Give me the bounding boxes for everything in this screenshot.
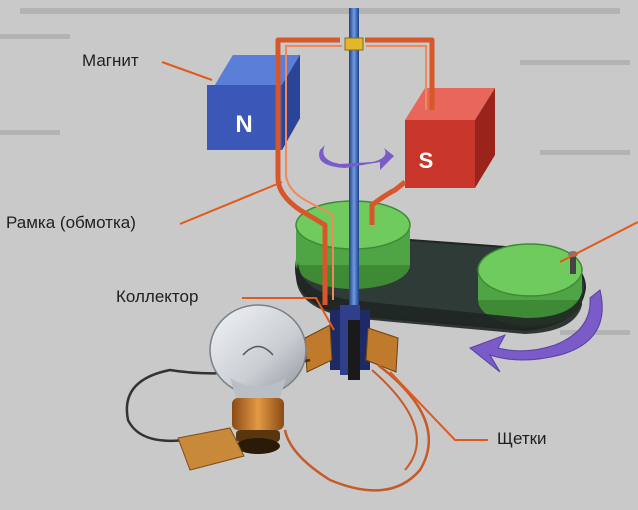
leader-magnet: [161, 61, 213, 81]
south-pole-label: S: [419, 148, 434, 173]
rotation-arrow-pulley: [468, 289, 603, 373]
bulb-base-plate: [177, 427, 245, 471]
north-pole-label: N: [235, 111, 252, 138]
rotation-arrow-shaft: [319, 145, 394, 170]
leader-pulley: [559, 221, 638, 263]
leader-lines: [161, 61, 638, 441]
label-magnet: Магнит: [82, 51, 139, 70]
light-bulb: [209, 304, 307, 454]
leader-collector: [242, 297, 335, 331]
leader-brushes: [389, 371, 488, 441]
rotor-shaft: [349, 8, 359, 378]
leader-frame: [179, 181, 283, 225]
wire-frame-coil: [275, 37, 435, 305]
label-frame-winding: Рамка (обмотка): [6, 213, 136, 232]
magnet-south: S: [405, 88, 495, 188]
label-brushes: Щетки: [497, 429, 547, 448]
commutator: [330, 305, 370, 380]
small-pulley: [477, 243, 583, 326]
shaft-collar: [344, 37, 364, 51]
wire-brush-right-2: [371, 369, 418, 471]
wire-brush-right: [283, 364, 430, 492]
brushes: [304, 324, 399, 373]
wire-frame-coil-inner: [285, 45, 427, 300]
label-collector: Коллектор: [116, 287, 199, 306]
